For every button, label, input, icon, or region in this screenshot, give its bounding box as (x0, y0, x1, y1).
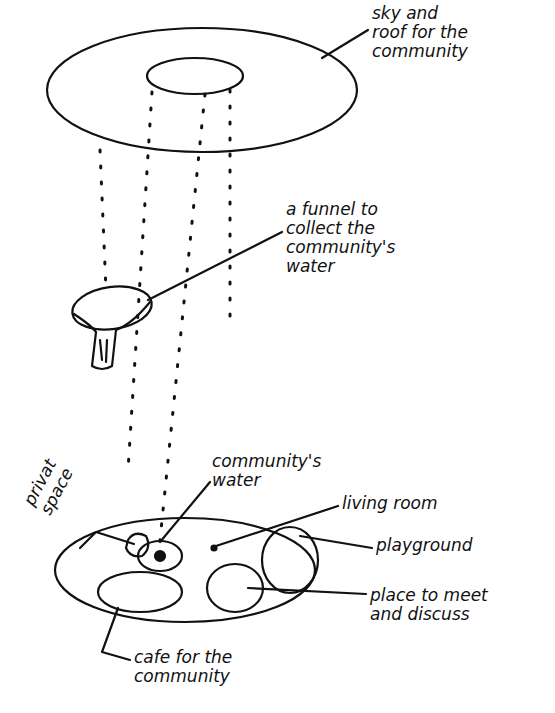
callout-label: playground (376, 536, 506, 555)
projection-line (100, 150, 106, 290)
water-ellipse (138, 541, 182, 571)
leader-line (160, 482, 210, 542)
projection-line (128, 92, 152, 470)
water-dot (155, 551, 165, 561)
leader-line (80, 532, 134, 548)
roof-opening (147, 58, 243, 94)
leader-line (322, 30, 368, 58)
funnel-body (74, 302, 150, 369)
callout-label: a funnel to collect the community's wate… (286, 200, 416, 276)
leader-line (300, 536, 372, 548)
cafe-ellipse (98, 572, 182, 612)
funnel-rim (69, 282, 154, 335)
callout-label: sky and roof for the community (372, 4, 472, 61)
projection-line (229, 90, 232, 330)
funnel-spout-mark (100, 340, 107, 362)
projection-line (160, 94, 205, 540)
callout-label: community's water (212, 452, 322, 490)
callout-label: place to meet and discuss (370, 586, 500, 624)
callout-label: privat space (20, 438, 86, 518)
callout-label: cafe for the community (134, 648, 244, 686)
roof-ellipse (47, 28, 357, 152)
leader-line (148, 232, 282, 300)
callout-label: living room (342, 494, 472, 513)
leader-line (248, 588, 366, 594)
community-ground (55, 518, 315, 622)
leader-line (102, 608, 130, 660)
